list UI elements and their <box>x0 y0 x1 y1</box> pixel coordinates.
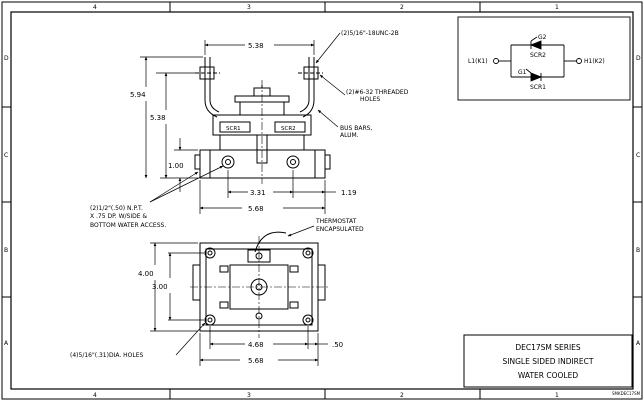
zone-top-1: 1 <box>555 4 559 11</box>
scr1-label: SCR1 <box>226 126 241 132</box>
zone-top-4: 4 <box>93 4 97 11</box>
drawing-number: SMKDEC17SM <box>612 391 641 396</box>
zone-bottom-3: 3 <box>247 392 251 399</box>
mount-hole-bl <box>204 314 216 326</box>
row-left-d: D <box>4 55 9 62</box>
dim-bottom-overall-height: 4.00 <box>138 270 154 278</box>
note-bus-bars: BUS BARS, <box>340 125 372 132</box>
bus-bar-right <box>302 57 315 118</box>
dim-bottom-overall-width: 5.68 <box>248 357 264 365</box>
scr1-symbol <box>530 72 543 82</box>
terminal-h1-label: H1(K2) <box>584 58 605 65</box>
zone-top-2: 2 <box>400 4 404 11</box>
note-npt-2: X .75 DP. W/SIDE & <box>90 213 147 220</box>
gate-g1-label: G1 <box>518 69 527 76</box>
dim-bottom-right-offset: .50 <box>332 341 343 349</box>
row-right-c: C <box>636 152 640 159</box>
zone-bottom-1: 1 <box>555 392 559 399</box>
dim-hole-spacing: 4.68 <box>248 341 264 349</box>
note-thermostat: THERMOSTAT <box>315 218 357 225</box>
note-thermostat-2: ENCAPSULATED <box>316 226 364 233</box>
dim-overall-height: 5.94 <box>130 91 146 99</box>
bottom-view-dimensions <box>150 225 328 366</box>
zone-top-3: 3 <box>247 4 251 11</box>
bus-bar-left <box>204 57 218 118</box>
mount-hole-tr <box>302 247 314 259</box>
dim-right-offset: 1.19 <box>341 189 357 197</box>
zone-bottom-4: 4 <box>93 392 97 399</box>
title-line-3: WATER COOLED <box>518 371 578 380</box>
mount-hole-br <box>302 314 314 326</box>
scr1-schematic-label: SCR1 <box>530 84 546 91</box>
dim-bottom-width: 5.68 <box>248 205 264 213</box>
top-view <box>194 57 331 184</box>
note-holes: (4)5/16"(.31)DIA. HOLES <box>70 352 144 359</box>
bottom-view <box>190 231 328 338</box>
heatsink-base <box>199 149 326 179</box>
title-line-1: DEC17SM SERIES <box>515 343 581 352</box>
note-npt-3: BOTTOM WATER ACCESS. <box>90 222 166 229</box>
row-left-b: B <box>4 247 8 254</box>
dim-inner-height: 5.38 <box>150 114 166 122</box>
row-right-a: A <box>636 340 641 347</box>
note-npt: (2)1/2"(.50) N.P.T. <box>90 205 143 212</box>
scr2-schematic-label: SCR2 <box>530 52 546 59</box>
terminal-l1-label: L1(K1) <box>468 58 488 65</box>
zone-bottom-2: 2 <box>400 392 404 399</box>
row-right-b: B <box>636 247 640 254</box>
top-view-dimensions <box>140 32 346 214</box>
row-left-c: C <box>4 152 8 159</box>
note-bolts: (2)5/16"-18UNC-2B <box>341 30 399 37</box>
terminal-h1 <box>576 58 582 64</box>
scr2-symbol <box>529 40 542 50</box>
schematic-box <box>457 16 631 101</box>
scr1-block <box>219 121 251 133</box>
row-left-a: A <box>4 340 9 347</box>
mount-hole-tl <box>204 247 216 259</box>
note-threaded-holes-2: HOLES <box>360 96 380 103</box>
water-port-left <box>221 155 235 169</box>
water-port-right <box>286 155 300 169</box>
dim-base-height: 1.00 <box>168 162 184 170</box>
title-line-2: SINGLE SIDED INDIRECT <box>503 357 594 366</box>
dim-mid-width: 3.31 <box>250 189 266 197</box>
scr2-block <box>274 121 306 133</box>
dim-top-width: 5.38 <box>248 42 264 50</box>
dim-bottom-inner-height: 3.00 <box>152 283 168 291</box>
terminal-l1 <box>493 58 499 64</box>
scr2-label: SCR2 <box>281 126 296 132</box>
gate-g2-label: G2 <box>538 34 547 41</box>
note-threaded-holes: (2)#6-32 THREADED <box>346 89 409 96</box>
title-block <box>463 334 633 388</box>
row-right-d: D <box>636 55 641 62</box>
note-bus-bars-2: ALUM. <box>340 132 359 139</box>
